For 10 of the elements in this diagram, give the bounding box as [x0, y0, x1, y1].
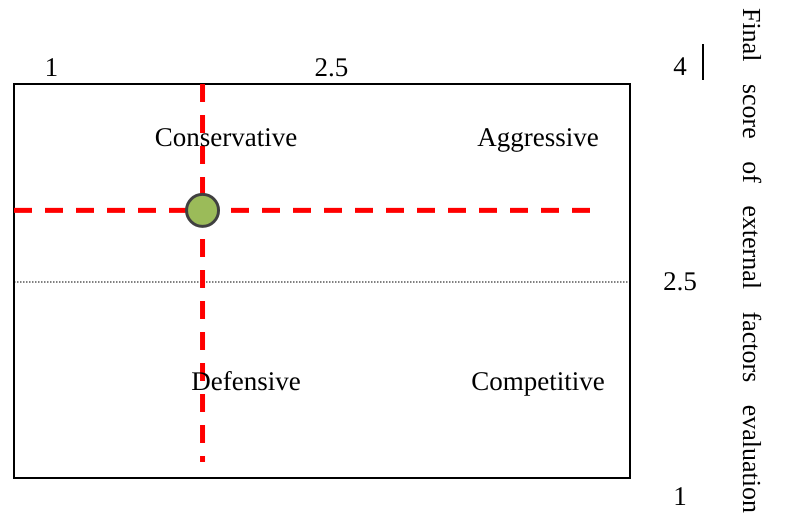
y-tick-label: 4: [672, 53, 688, 80]
y-tick-label: 2.5: [662, 268, 698, 295]
x-tick-label: 1: [44, 54, 58, 81]
quadrant-label: Defensive: [191, 368, 301, 395]
x-tick-label: 2.5: [314, 54, 348, 81]
y-tick-label: 1: [672, 483, 688, 510]
quadrant-label: Aggressive: [477, 124, 599, 151]
quadrant-label: Competitive: [471, 368, 605, 395]
axis-title: Final score of external factors evaluation: [736, 8, 767, 513]
quadrant-label: Conservative: [154, 124, 298, 151]
